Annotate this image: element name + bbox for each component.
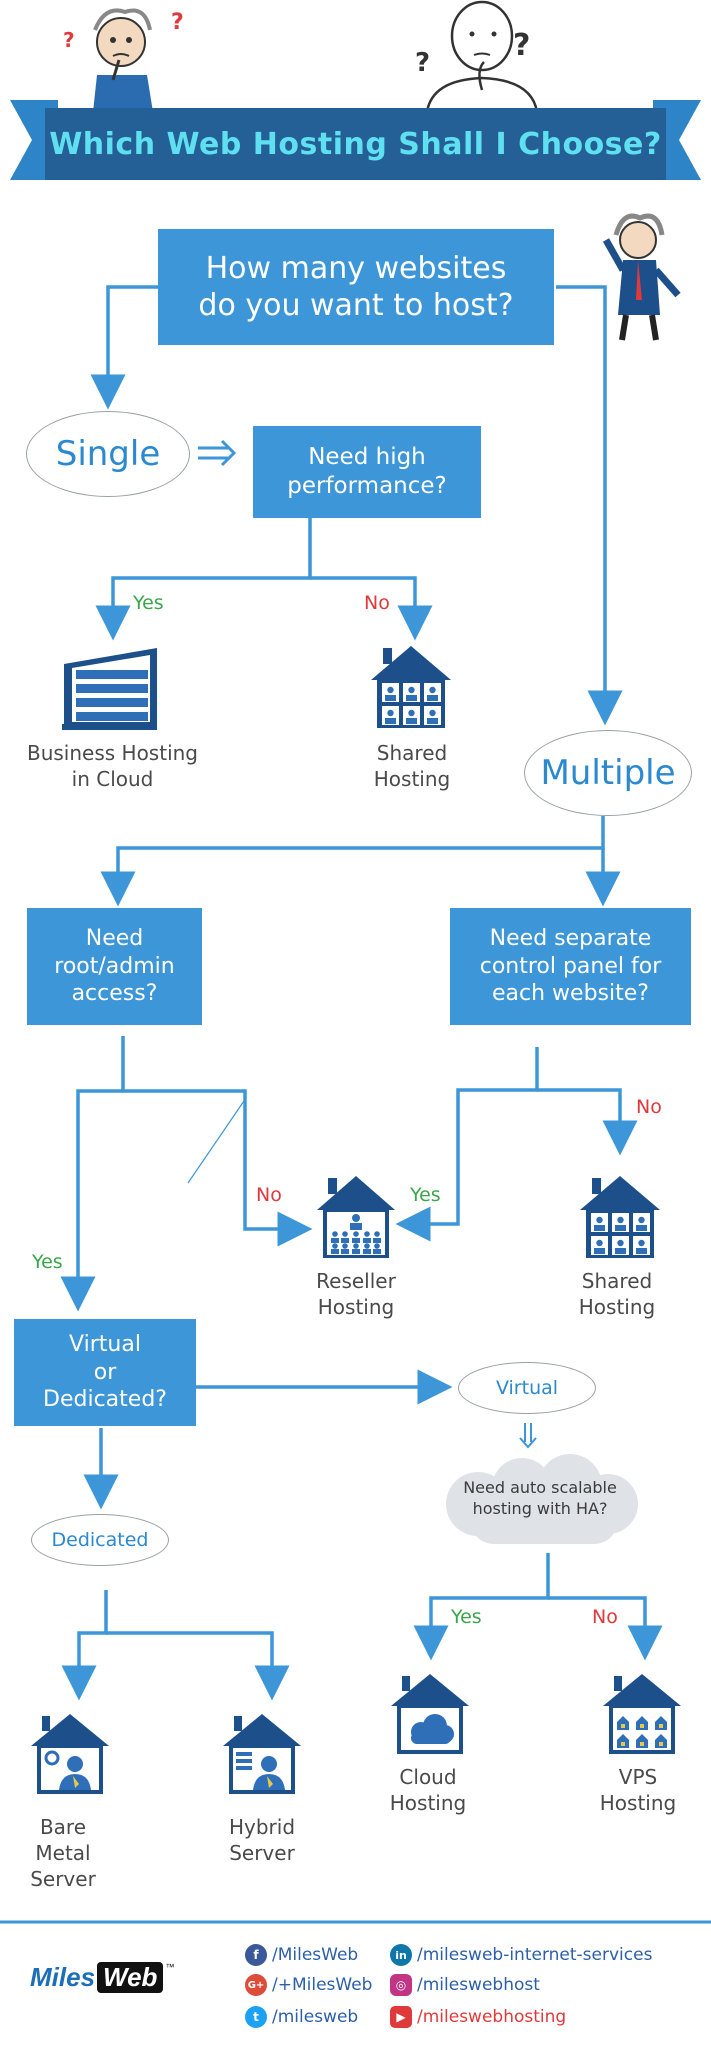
instagram-link[interactable]: ◎ /mileswebhost (390, 1974, 540, 1996)
vps-hosting-label: VPS Hosting (599, 1765, 677, 1815)
milesweb-logo: Miles Web ™ (30, 1962, 174, 1993)
bare-metal-server-label: Bare Metal Server (30, 1815, 96, 1891)
hybrid-server-label: Hybrid Server (228, 1815, 296, 1865)
need-control-panel-question: Need separate control panel for each web… (450, 908, 691, 1025)
virtual-or-dedicated-question: Virtual or Dedicated? (14, 1319, 196, 1426)
how-many-websites-question: How many websites do you want to host? (158, 229, 554, 345)
shared-house-icon (580, 1176, 660, 1258)
multiple-oval: Multiple (524, 730, 692, 816)
youtube-icon: ▶ (390, 2006, 412, 2028)
reseller-house-icon (317, 1176, 395, 1258)
linkedin-handle: /milesweb-internet-services (417, 1945, 653, 1965)
dedicated-oval: Dedicated (31, 1514, 169, 1566)
facebook-icon: f (245, 1944, 267, 1966)
office-building-icon (62, 648, 157, 730)
hybrid-house-icon (223, 1714, 301, 1794)
virtual-oval: Virtual (458, 1362, 596, 1414)
page-title: Which Web Hosting Shall I Choose? (49, 126, 662, 162)
cloud-hosting-label: Cloud Hosting (389, 1765, 467, 1815)
youtube-link[interactable]: ▶ /mileswebhosting (390, 2006, 566, 2028)
twitter-handle: /milesweb (272, 2007, 359, 2027)
no-label: No (256, 1184, 282, 1206)
thinking-person-right-illustration (425, 0, 539, 112)
need-auto-scalable-question: Need auto scalable hosting with HA? (463, 1478, 617, 1518)
need-root-admin-question: Need root/admin access? (27, 908, 202, 1025)
googleplus-handle: /+MilesWeb (272, 1975, 373, 1995)
auto-scalable-cloud (446, 1454, 638, 1544)
linkedin-link[interactable]: in /milesweb-internet-services (390, 1944, 652, 1966)
linkedin-icon: in (390, 1944, 412, 1966)
bare-metal-house-icon (31, 1714, 109, 1794)
no-label: No (364, 592, 390, 614)
question-mark-icon: ? (63, 28, 75, 52)
scientist-illustration (602, 213, 681, 341)
logo-text-miles: Miles (30, 1962, 96, 1992)
question-mark-icon: ? (171, 10, 184, 35)
twitter-link[interactable]: t /milesweb (245, 2006, 358, 2028)
question-mark-icon: ? (415, 48, 431, 78)
thinking-person-left-illustration (93, 8, 153, 112)
instagram-icon: ◎ (390, 1974, 412, 1996)
need-high-performance-question: Need high performance? (253, 426, 481, 518)
shared-hosting-label: Shared Hosting (578, 1269, 656, 1319)
googleplus-link[interactable]: G+ /+MilesWeb (245, 1974, 372, 1996)
cloud-house-icon (391, 1674, 469, 1754)
question-mark-icon: ? (513, 28, 531, 63)
yes-label: Yes (410, 1184, 441, 1206)
yes-label: Yes (451, 1606, 482, 1628)
title-banner (10, 100, 701, 180)
googleplus-icon: G+ (245, 1974, 267, 1996)
twitter-icon: t (245, 2006, 267, 2028)
yes-label: Yes (32, 1251, 63, 1273)
shared-house-icon (371, 646, 451, 728)
shared-hosting-label: Shared Hosting (373, 741, 451, 791)
logo-trademark: ™ (165, 1962, 175, 1972)
vps-house-icon (603, 1674, 681, 1754)
business-hosting-label: Business Hosting in Cloud (26, 741, 198, 791)
no-label: No (636, 1096, 662, 1118)
yes-label: Yes (133, 592, 164, 614)
instagram-handle: /mileswebhost (417, 1975, 540, 1995)
facebook-handle: /MilesWeb (272, 1945, 359, 1965)
no-label: No (592, 1606, 618, 1628)
youtube-handle: /mileswebhosting (417, 2007, 567, 2027)
reseller-hosting-label: Reseller Hosting (316, 1269, 396, 1319)
single-oval: Single (26, 411, 190, 497)
logo-text-web: Web (97, 1962, 164, 1993)
facebook-link[interactable]: f /MilesWeb (245, 1944, 358, 1966)
